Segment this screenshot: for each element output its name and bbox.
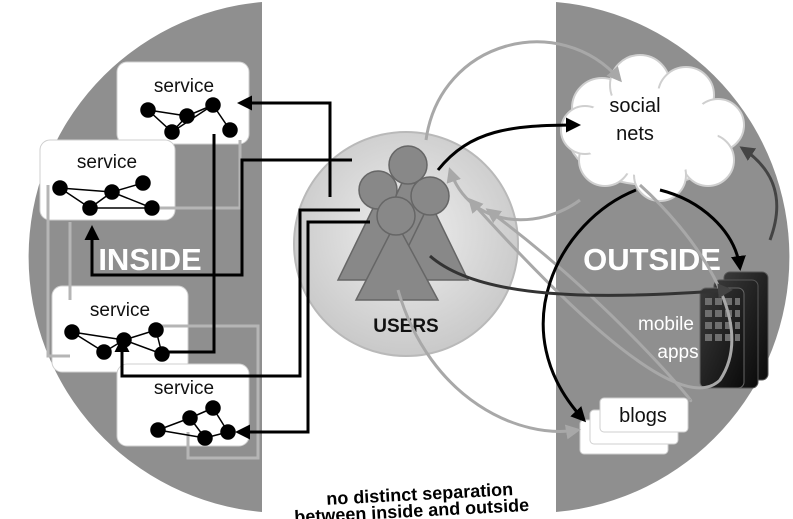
service-connectors [46, 140, 260, 460]
social-nets-line2: nets [616, 123, 654, 145]
service-label-3: service [90, 300, 150, 321]
social-nets-cloud-inner [582, 88, 718, 176]
mobile-phone-icon [699, 271, 769, 389]
service-box-2: service [39, 139, 176, 221]
social-nets-line1: social [609, 95, 660, 117]
service-label-2: service [77, 152, 137, 173]
node-graph-4 [150, 400, 236, 446]
node-graph-1 [140, 97, 238, 140]
service-box-1: service [116, 61, 250, 145]
blogs-label: blogs [619, 405, 667, 427]
inside-label: INSIDE [98, 242, 201, 277]
users-people-icon [336, 145, 470, 301]
blogs-stack [579, 397, 689, 455]
light-arrows [396, 40, 734, 440]
service-label-1: service [154, 76, 214, 97]
dark-arrows [84, 95, 779, 440]
mobile-apps-line1: mobile [638, 314, 694, 335]
service-label-4: service [154, 378, 214, 399]
mobile-apps-line2: apps [657, 342, 698, 363]
service-box-4: service [116, 363, 250, 447]
users-label: USERS [373, 316, 438, 337]
node-graph-2 [52, 175, 160, 216]
outside-label: OUTSIDE [583, 242, 721, 277]
